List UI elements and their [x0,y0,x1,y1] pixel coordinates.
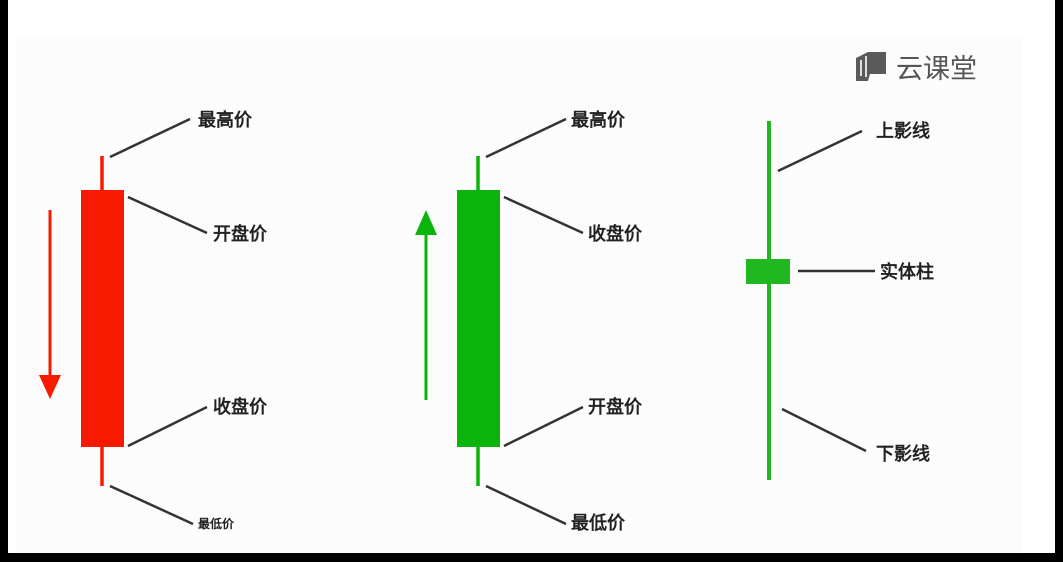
bearish-high-label: 最高价 [198,109,253,131]
pointer-line [503,405,584,448]
pointer-line [485,484,567,526]
pointer-line [781,407,867,453]
pointer-line [109,117,191,159]
pointer-line [777,129,863,173]
up-arrow-icon [415,210,437,235]
anatomy-candle: 上影线 实体柱 下影线 [746,120,934,480]
pointer-line [127,195,208,235]
lower-shadow-label: 下影线 [876,443,930,465]
anatomy-body [746,259,790,284]
body-label: 实体柱 [880,261,934,283]
bearish-candle: 最高价 开盘价 收盘价 最低价 [39,109,268,531]
bullish-close-label: 收盘价 [588,223,643,245]
book-icon [856,52,886,81]
bullish-candle: 最高价 收盘价 开盘价 最低价 [415,109,643,534]
diagram-panel [16,36,1022,553]
brand-logo: 云课堂 [856,52,977,85]
bearish-open-label: 开盘价 [213,223,268,245]
pointer-line [127,405,208,448]
down-arrow-icon [39,375,61,399]
pointer-line [503,195,584,235]
bearish-close-label: 收盘价 [213,396,268,418]
upper-shadow-label: 上影线 [876,120,930,142]
pointer-line [485,117,567,159]
bearish-low-label: 最低价 [198,516,235,531]
bullish-low-label: 最低价 [571,512,626,534]
bullish-body [457,190,500,447]
bullish-open-label: 开盘价 [588,396,643,418]
pointer-line [109,484,194,526]
brand-name: 云课堂 [896,54,977,85]
bearish-body [81,190,124,447]
bullish-high-label: 最高价 [571,109,626,131]
